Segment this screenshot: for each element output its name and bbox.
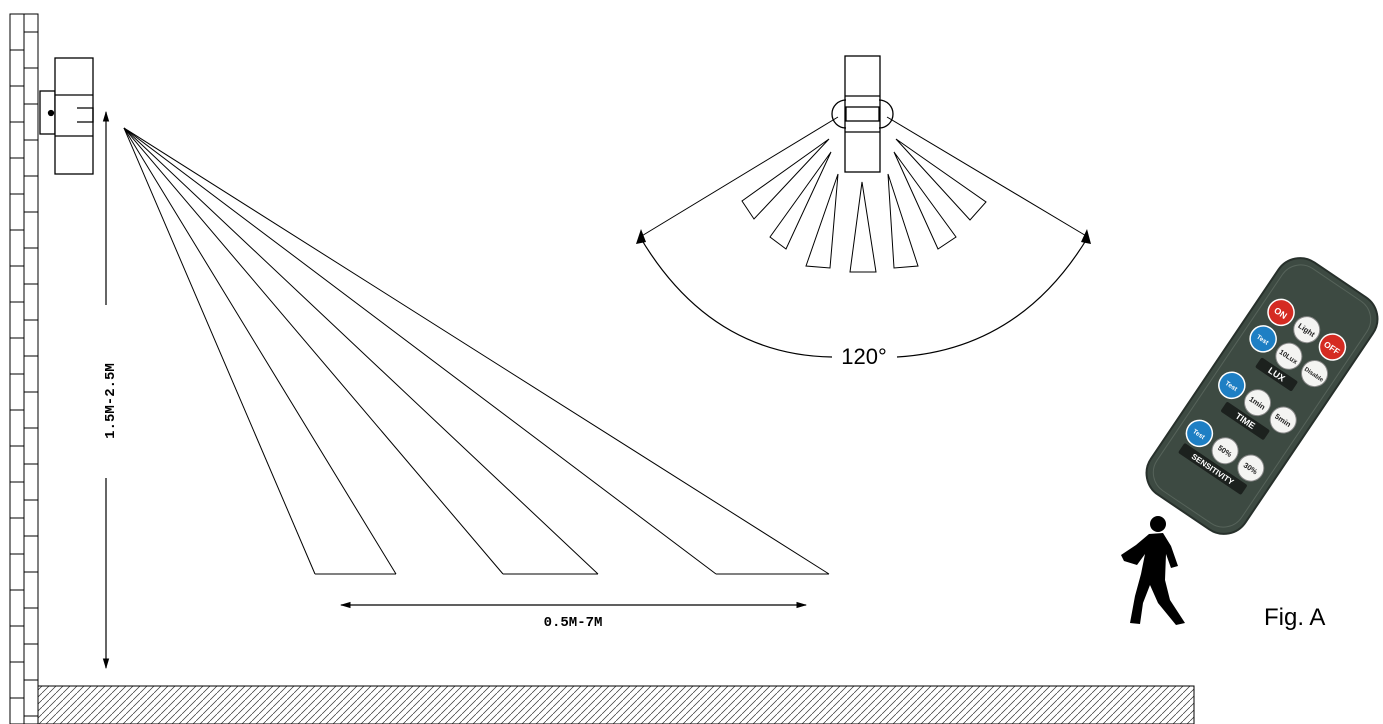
- sensor-top-view: [831, 55, 894, 173]
- btn-10lux[interactable]: 10Lux: [1271, 338, 1307, 374]
- brick-wall: [9, 13, 39, 724]
- remote-control: ON Light OFF Test 10Lux Disable LUX Test: [1145, 257, 1379, 535]
- side-detection-beams: [123, 127, 830, 575]
- btn-lux-test[interactable]: Test: [1245, 321, 1281, 357]
- btn-off[interactable]: OFF: [1314, 329, 1350, 365]
- btn-5min[interactable]: 5min: [1265, 402, 1301, 438]
- btn-1min[interactable]: 1min: [1239, 385, 1275, 421]
- btn-50-percent[interactable]: 50%: [1207, 433, 1243, 469]
- angle-arrow-left: [636, 229, 646, 244]
- walking-person-icon: [1121, 516, 1185, 625]
- top-view-detection-fan: [639, 116, 1089, 273]
- btn-time-test[interactable]: Test: [1214, 367, 1250, 403]
- distance-range-label: 0.5M-7M: [544, 615, 603, 631]
- btn-light[interactable]: Light: [1289, 312, 1325, 348]
- height-range-label: 1.5M-2.5M: [103, 363, 119, 439]
- angle-label: 120°: [841, 344, 887, 369]
- figure-label: Fig. A: [1264, 604, 1325, 631]
- ground: [37, 685, 1195, 724]
- sensor-side-view: [39, 57, 94, 175]
- detection-angle-arc: [639, 236, 1089, 358]
- btn-30-percent[interactable]: 30%: [1233, 450, 1269, 486]
- angle-arrow-right: [1081, 229, 1091, 244]
- btn-sensitivity-test[interactable]: Test: [1181, 415, 1217, 451]
- btn-disable[interactable]: Disable: [1296, 355, 1332, 391]
- btn-on[interactable]: ON: [1263, 294, 1299, 330]
